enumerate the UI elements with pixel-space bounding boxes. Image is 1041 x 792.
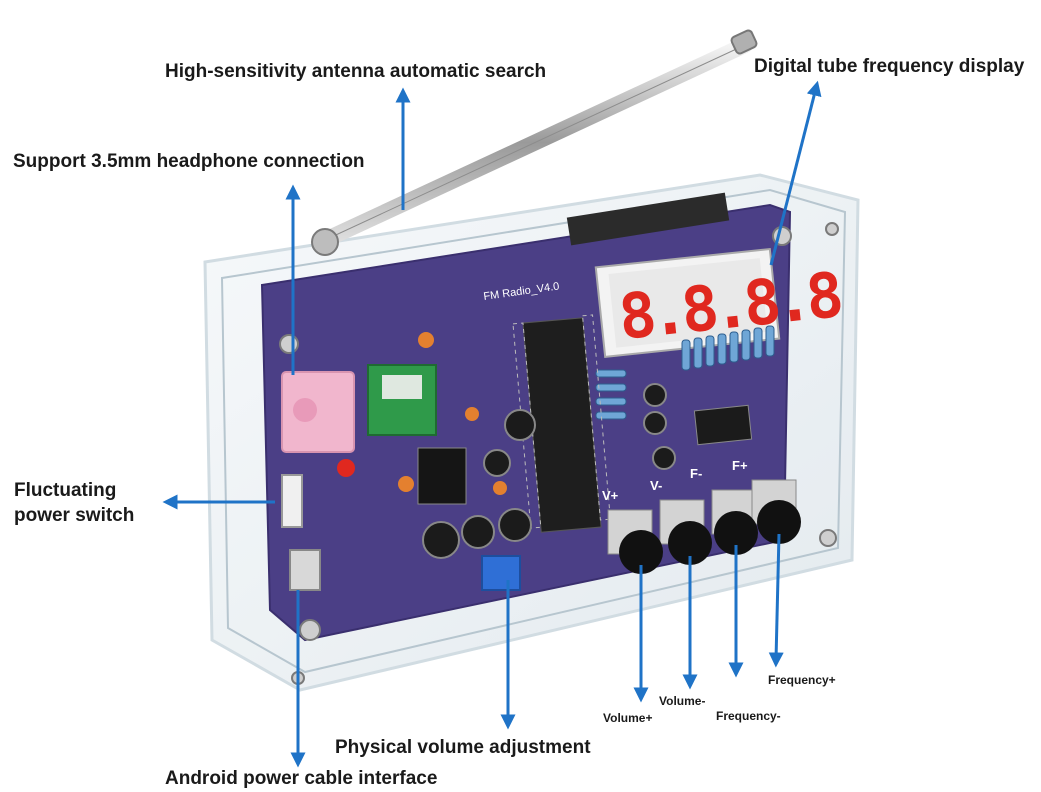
power-switch-label-line2: power switch (14, 505, 135, 526)
red-led (337, 459, 355, 477)
power-cable-label: Android power cable interface (165, 768, 438, 789)
button-label-fplus: F+ (732, 458, 748, 473)
frequency-plus-label: Frequency+ (768, 673, 836, 687)
antenna (311, 29, 758, 256)
volume-plus-button[interactable] (619, 530, 663, 574)
power-switch[interactable] (281, 474, 303, 528)
top-connector (566, 192, 730, 246)
amplifier-chip (417, 447, 467, 505)
fm-tuner-module (367, 364, 437, 436)
logic-ic (693, 404, 753, 446)
frequency-minus-label: Frequency- (716, 709, 781, 723)
button-label-fminus: F- (690, 466, 702, 481)
volume-potentiometer[interactable] (481, 555, 521, 591)
display-label: Digital tube frequency display (754, 56, 1025, 77)
digital-tube-display (594, 247, 781, 358)
headphone-label: Support 3.5mm headphone connection (13, 151, 365, 172)
callout-arrows (162, 80, 822, 768)
frequency-minus-button[interactable] (714, 511, 758, 555)
frequency-plus-button[interactable] (757, 500, 801, 544)
volume-minus-button[interactable] (668, 521, 712, 565)
button-label-vplus: V+ (602, 488, 619, 503)
power-switch-label-line1: Fluctuating (14, 480, 117, 501)
ceramic-capacitors (398, 332, 507, 495)
button-label-vminus: V- (650, 478, 662, 493)
case-screws (279, 222, 839, 685)
resistor-array (595, 325, 775, 420)
antenna-label: High-sensitivity antenna automatic searc… (165, 61, 547, 82)
headphone-jack (281, 371, 355, 453)
volume-minus-label: Volume- (659, 694, 706, 708)
capacitors (422, 383, 676, 559)
volume-knob-label: Physical volume adjustment (335, 737, 591, 758)
volume-plus-label: Volume+ (603, 711, 653, 725)
dc-power-socket (289, 549, 321, 591)
